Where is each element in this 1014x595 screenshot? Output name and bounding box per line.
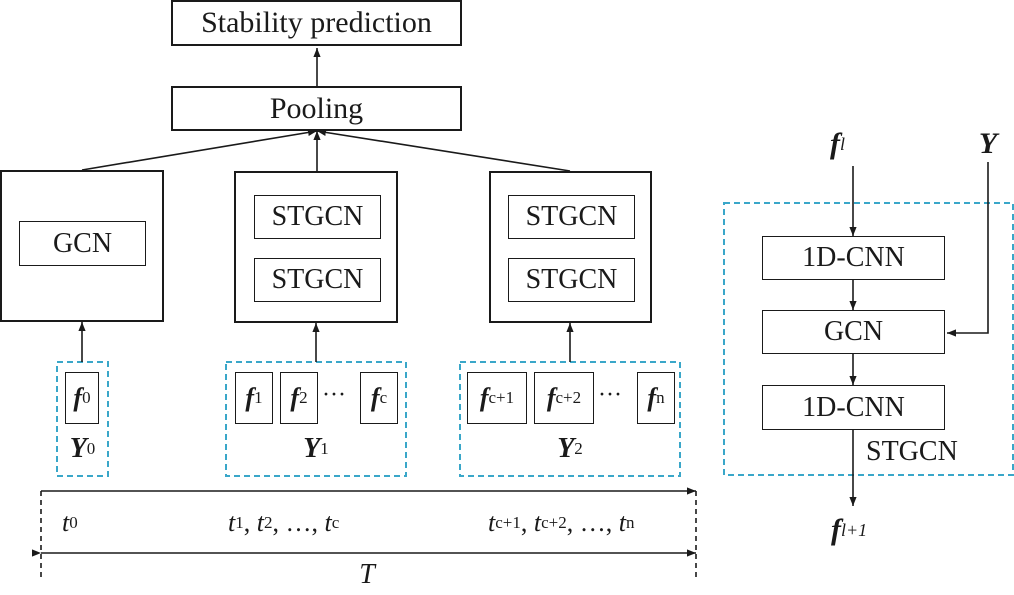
time-end-ellipsis: …: [579, 508, 606, 537]
feature-f0-subscript: 0: [82, 388, 91, 407]
branch2-ellipsis: ···: [598, 382, 622, 408]
graph-y1-label: Y: [303, 433, 321, 464]
stgcn-gcn-box: GCN: [762, 310, 945, 354]
branch2-stgcn-bottom-box: STGCN: [508, 258, 635, 302]
stgcn-block-label: STGCN: [866, 436, 958, 467]
feature-f1-subscript: 1: [254, 388, 263, 407]
feature-fn-subscript: n: [656, 388, 665, 407]
branch1-stgcn-top-box: STGCN: [254, 195, 381, 239]
stgcn-input-fl-label: f: [830, 127, 840, 160]
graph-y1-subscript: 1: [320, 439, 329, 458]
stability-prediction-box: Stability prediction: [171, 0, 462, 46]
stability-prediction-label: Stability prediction: [201, 6, 432, 39]
time-mid-ellipsis: …: [285, 508, 312, 537]
branch2-stgcn-bottom-label: STGCN: [525, 264, 618, 295]
time-t2-label: t: [256, 508, 264, 537]
graph-y2-label: Y: [557, 433, 575, 464]
time-tc1-subscript: c+1: [495, 513, 521, 532]
time-t1-label: t: [228, 508, 236, 537]
feature-fc1-label: f: [479, 383, 489, 412]
time-tc-label: t: [324, 508, 332, 537]
stgcn-cnn-top-label: 1D-CNN: [802, 242, 905, 273]
stgcn-cnn-bottom-box: 1D-CNN: [762, 385, 945, 430]
branch2-stgcn-top-box: STGCN: [508, 195, 635, 239]
feature-fc1-subscript: c+1: [488, 388, 515, 407]
time-tc2-label: t: [533, 508, 542, 537]
time-tn-label: t: [618, 508, 626, 537]
branch0-gcn-label: GCN: [52, 227, 113, 259]
feature-fn-label: f: [647, 383, 657, 412]
feature-f1-label: f: [245, 383, 255, 412]
graph-y0-label: Y: [69, 433, 87, 464]
period-label: T: [352, 558, 382, 592]
stgcn-input-fl-superscript: l: [840, 133, 846, 154]
time-t0-label: t: [62, 508, 70, 537]
branch2-stgcn-top-label: STGCN: [525, 201, 618, 232]
stgcn-cnn-bottom-label: 1D-CNN: [802, 391, 905, 423]
feature-fc2-subscript: c+2: [555, 388, 582, 407]
branch1-stgcn-bottom-label: STGCN: [271, 264, 364, 295]
time-tc1-label: t: [488, 508, 496, 537]
time-tc2-subscript: c+2: [541, 513, 567, 532]
stgcn-gcn-label: GCN: [823, 316, 884, 347]
time-t1-subscript: 1: [235, 513, 244, 532]
stgcn-output-fl1-label: f: [831, 513, 841, 546]
feature-f2-label: f: [290, 383, 300, 412]
stgcn-detail-dashed-border: [723, 202, 1014, 476]
time-t0-subscript: 0: [69, 513, 78, 532]
pooling-label: Pooling: [269, 91, 364, 125]
stgcn-cnn-top-box: 1D-CNN: [762, 236, 945, 280]
arrow-branch0-to-pooling: [81, 128, 318, 171]
graph-y2-subscript: 2: [574, 439, 583, 458]
feature-fc2-label: f: [546, 383, 556, 412]
branch0-gcn-box: GCN: [19, 221, 146, 266]
branch1-ellipsis: ···: [322, 382, 346, 408]
arrow-branch2-to-pooling: [316, 128, 571, 172]
pooling-box: Pooling: [171, 86, 462, 131]
feature-f0-label: f: [73, 383, 83, 412]
arrow-y-to-gcn: [947, 162, 989, 337]
branch1-stgcn-top-label: STGCN: [271, 201, 364, 232]
stgcn-output-fl1-superscript: l+1: [841, 519, 868, 540]
feature-fc-label: f: [370, 383, 380, 412]
stgcn-graph-y: Y: [978, 127, 998, 160]
time-tn-subscript: n: [625, 513, 635, 532]
feature-f2-subscript: 2: [299, 388, 308, 407]
time-t2-subscript: 2: [263, 513, 273, 532]
time-tc-subscript: c: [331, 513, 340, 532]
feature-fc-subscript: c: [379, 388, 388, 407]
graph-y0-subscript: 0: [86, 439, 96, 458]
branch1-stgcn-bottom-box: STGCN: [254, 258, 381, 302]
